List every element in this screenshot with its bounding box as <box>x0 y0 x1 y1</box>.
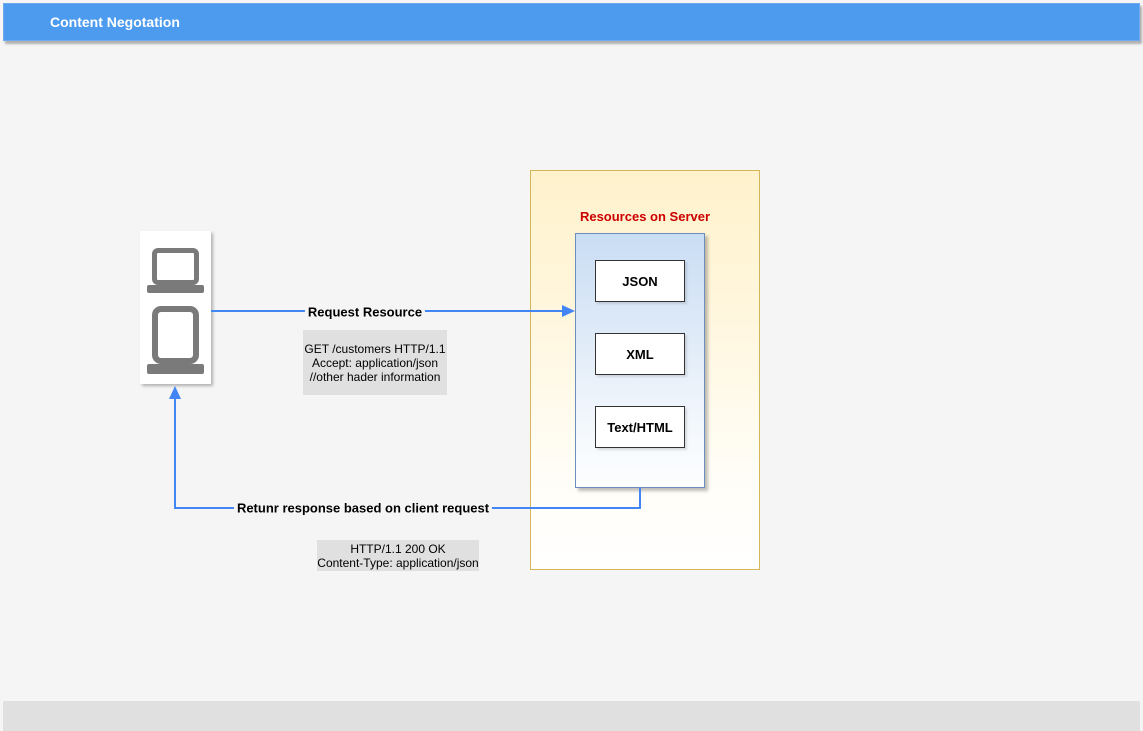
request-arrow-label: Request Resource <box>304 304 426 320</box>
response-note-line: Content-Type: application/json <box>317 555 479 570</box>
client-node[interactable] <box>140 231 211 384</box>
request-note-line: //other hader information <box>309 369 441 384</box>
laptop-icon-base <box>147 285 204 293</box>
title-bar: Content Negotation <box>3 3 1140 41</box>
response-arrowhead-icon <box>169 386 181 399</box>
response-note-line: HTTP/1.1 200 OK <box>350 541 446 556</box>
response-arrow-segment-up[interactable] <box>174 396 176 509</box>
server-resources-panel[interactable]: JSON XML Text/HTML <box>575 233 705 488</box>
request-arrowhead-icon <box>562 305 575 317</box>
request-headers-note[interactable]: GET /customers HTTP/1.1 Accept: applicat… <box>303 330 447 395</box>
resource-xml[interactable]: XML <box>595 333 685 375</box>
request-note-line: Accept: application/json <box>311 355 439 370</box>
desktop-icon-base <box>147 364 204 374</box>
server-group-title: Resources on Server <box>579 209 711 224</box>
desktop-icon <box>152 306 199 364</box>
laptop-icon <box>152 248 199 285</box>
resource-json[interactable]: JSON <box>595 260 685 302</box>
response-headers-note[interactable]: HTTP/1.1 200 OK Content-Type: applicatio… <box>317 540 479 571</box>
request-note-line: GET /customers HTTP/1.1 <box>304 341 446 356</box>
response-arrow-segment-down[interactable] <box>639 488 641 509</box>
resource-texthtml[interactable]: Text/HTML <box>595 406 685 448</box>
page-title: Content Negotation <box>50 14 180 30</box>
response-arrow-label: Retunr response based on client request <box>233 500 493 516</box>
footer-bar <box>3 701 1140 731</box>
